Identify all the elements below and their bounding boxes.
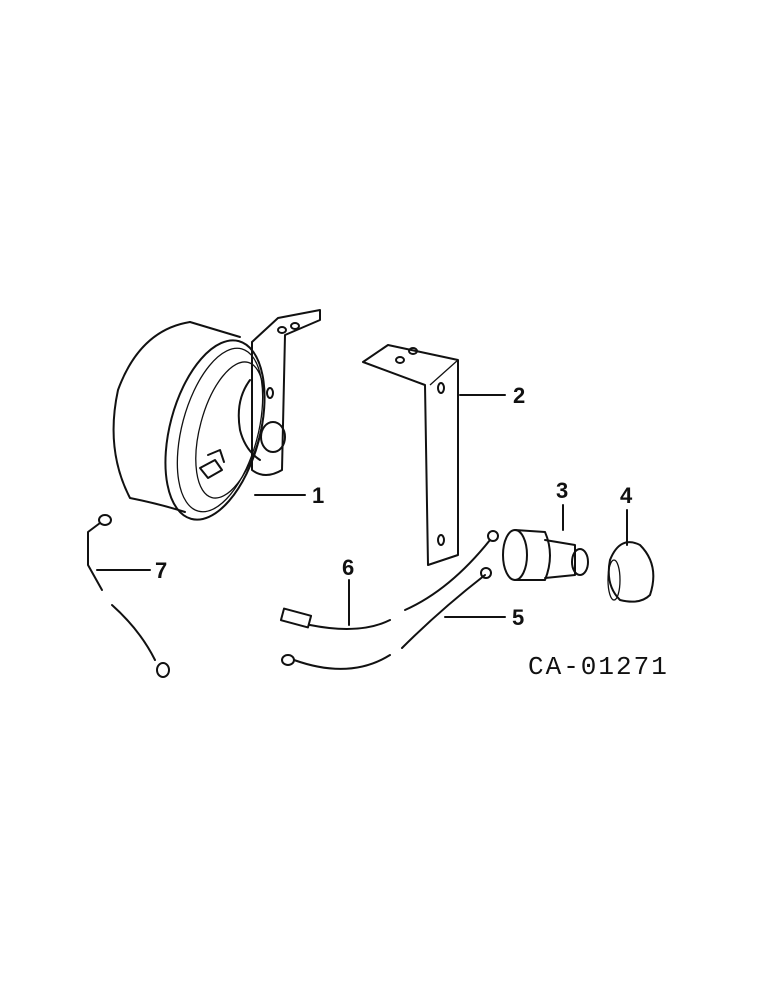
drawing-number: CA-01271 <box>528 652 669 682</box>
callout-1: 1 <box>312 483 324 508</box>
callout-2: 2 <box>513 383 525 408</box>
wire-5 <box>281 567 492 670</box>
cap <box>607 541 655 603</box>
bracket <box>362 344 459 566</box>
callout-3: 3 <box>556 478 568 503</box>
callout-4: 4 <box>620 483 633 508</box>
callout-5: 5 <box>512 605 524 630</box>
wire-6 <box>279 530 499 630</box>
callout-6: 6 <box>342 555 354 580</box>
horn <box>112 309 321 521</box>
wire-7 <box>87 514 170 678</box>
callout-7: 7 <box>155 558 167 583</box>
push-switch <box>502 529 589 581</box>
